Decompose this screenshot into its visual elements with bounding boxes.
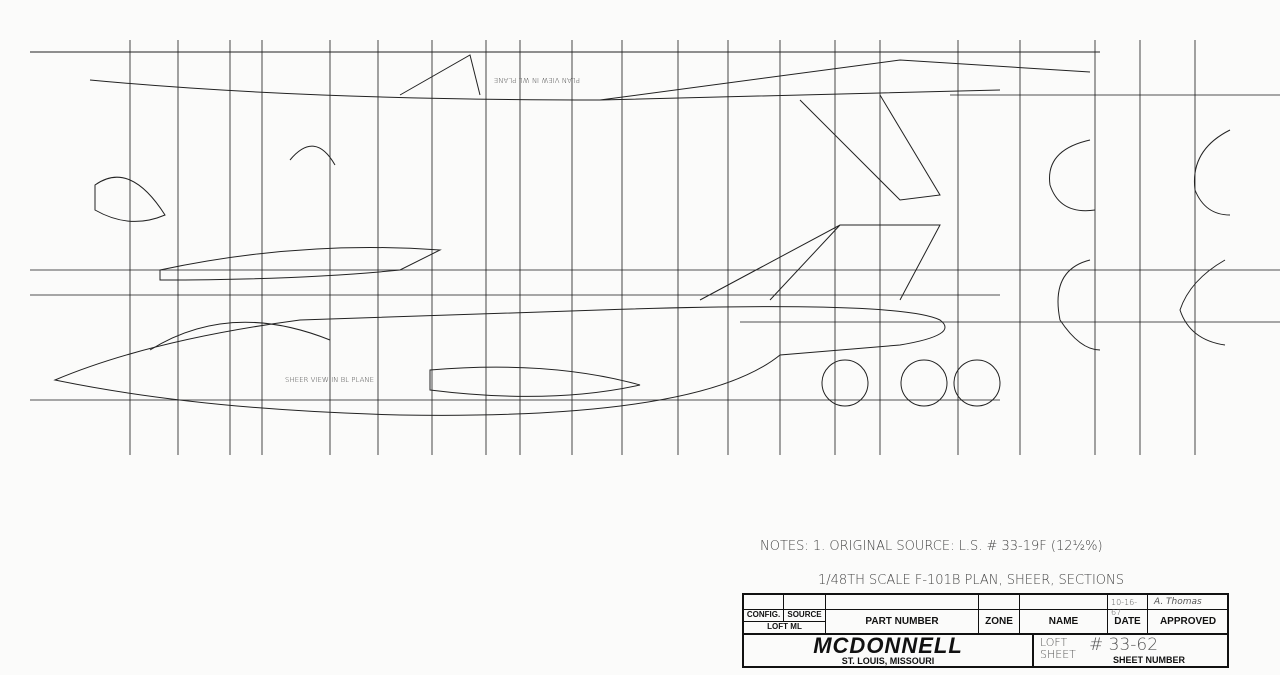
zone-label: ZONE xyxy=(979,610,1020,633)
approved-label: APPROVED xyxy=(1159,616,1217,627)
date-value: 10-16-67 xyxy=(1108,595,1148,617)
fuselage-section xyxy=(1049,129,1231,351)
source-label: SOURCE xyxy=(784,610,826,622)
sheet-number-label: SHEET NUMBER xyxy=(1112,655,1185,665)
company-logo: MCDONNELL xyxy=(813,633,963,658)
part-number-label: PART NUMBER xyxy=(826,610,979,633)
approved-signature: A. Thomas xyxy=(1148,595,1228,610)
plan-view-label: PLAN VIEW IN WL PLANE xyxy=(494,76,580,84)
sheet-number-value: # 33-62 xyxy=(1089,635,1159,655)
missile-body xyxy=(429,366,641,397)
canopy xyxy=(149,321,331,351)
loft-ml-label: LOFT ML xyxy=(744,622,826,633)
company-location: ST. LOUIS, MISSOURI xyxy=(841,656,935,666)
intake-section xyxy=(159,247,442,281)
scale-title: 1/48TH SCALE F-101B PLAN, SHEER, SECTION… xyxy=(818,573,1124,588)
wing-plan xyxy=(399,54,941,201)
plan-view-outline xyxy=(30,51,1100,101)
notes-text: NOTES: 1. ORIGINAL SOURCE: L.S. # 33-19F… xyxy=(760,539,1103,554)
config-label: CONFIG. xyxy=(744,610,784,622)
tail-fin xyxy=(699,224,941,301)
section-circle xyxy=(821,359,869,407)
sheer-view-outline xyxy=(53,306,946,416)
section-circle xyxy=(900,359,948,407)
section-circle xyxy=(953,359,1001,407)
sheer-view-label: SHEER VIEW IN BL PLANE xyxy=(285,376,374,384)
title-block: 10-16-67 A. Thomas CONFIG. SOURCE LOFT M… xyxy=(742,593,1229,668)
loft-sheet-text: LOFT SHEET xyxy=(1040,636,1076,661)
airfoil-sections xyxy=(94,145,336,222)
name-label: NAME xyxy=(1020,610,1108,633)
date-label: DATE xyxy=(1108,610,1148,633)
